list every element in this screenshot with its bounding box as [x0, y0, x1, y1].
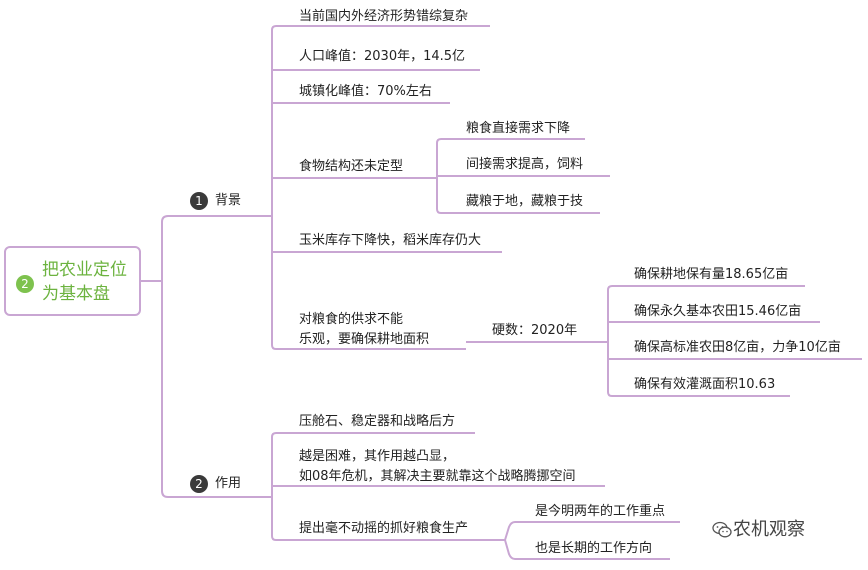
node-key-work[interactable]: 是今明两年的工作重点	[535, 504, 666, 519]
branch-label-role[interactable]: 作用	[215, 476, 242, 491]
node-food-structure[interactable]: 食物结构还未定型	[299, 159, 404, 174]
node-supply-demand[interactable]: 对粮食的供求不能 乐观，要确保耕地面积	[299, 312, 430, 347]
connector	[271, 432, 475, 497]
node-crisis-role[interactable]: 越是困难，其作用越凸显， 如08年危机，其解决主要就靠这个战略腾挪空间	[299, 449, 576, 484]
connector	[436, 178, 600, 214]
node-population-peak[interactable]: 人口峰值：2030年，14.5亿	[299, 49, 466, 64]
branch-number-badge-1: 1	[190, 192, 208, 210]
connector	[161, 215, 169, 498]
branch-number-badge-2: 2	[190, 475, 208, 493]
node-indirect-demand[interactable]: 间接需求提高，饲料	[466, 157, 584, 172]
connector	[607, 285, 805, 342]
node-basic-farmland[interactable]: 确保永久基本农田15.46亿亩	[634, 304, 802, 319]
node-hard-target[interactable]: 硬数：2020年	[492, 323, 578, 338]
node-direct-demand[interactable]: 粮食直接需求下降	[466, 121, 571, 136]
node-long-term-direction[interactable]: 也是长期的工作方向	[535, 541, 653, 556]
wechat-icon	[712, 521, 732, 538]
node-grain-production[interactable]: 提出毫不动摇的抓好粮食生产	[299, 521, 469, 536]
node-high-standard-farmland[interactable]: 确保高标准农田8亿亩，力争10亿亩	[634, 340, 841, 355]
root-topic[interactable]: 2 把农业定位 为基本盘	[4, 246, 141, 316]
node-grain-storage[interactable]: 藏粮于地，藏粮于技	[466, 194, 584, 209]
node-economic-situation[interactable]: 当前国内外经济形势错综复杂	[299, 9, 469, 24]
connector	[271, 216, 277, 350]
node-irrigation-area[interactable]: 确保有效灌溉面积10.63	[634, 377, 776, 392]
node-inventory[interactable]: 玉米库存下降快，稻米库存仍大	[299, 233, 482, 248]
connector	[271, 497, 505, 541]
watermark-text: 农机观察	[733, 519, 805, 540]
connector	[271, 25, 277, 216]
connector	[607, 342, 790, 397]
connector	[436, 138, 585, 178]
node-ballast[interactable]: 压舱石、稳定器和战略后方	[299, 414, 456, 429]
root-topic-label: 把农业定位 为基本盘	[42, 260, 127, 304]
connector	[504, 521, 680, 541]
branch-label-background[interactable]: 背景	[215, 193, 242, 208]
connector	[504, 539, 670, 560]
node-farmland-total[interactable]: 确保耕地保有量18.65亿亩	[634, 267, 789, 282]
root-number-badge: 2	[16, 275, 34, 293]
node-urbanization-peak[interactable]: 城镇化峰值：70%左右	[299, 84, 432, 99]
